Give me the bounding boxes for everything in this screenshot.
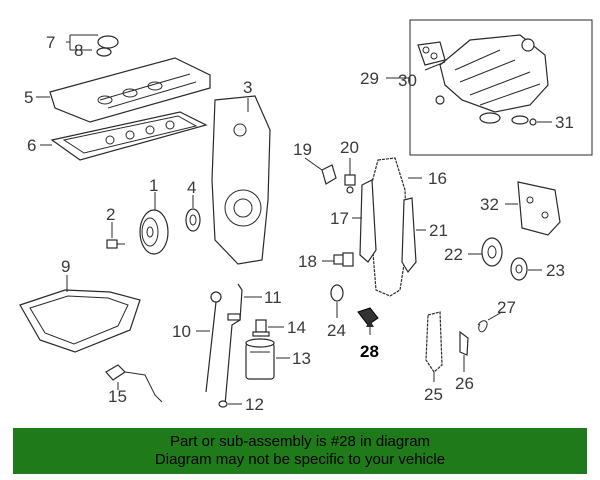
vehicle-fit-banner: Part or sub-assembly is #28 in diagram D… (13, 428, 587, 474)
exploded-parts-diagram: 7 8 5 6 3 1 4 2 9 10 11 12 13 14 15 16 1… (19, 19, 593, 414)
oil-seal (185, 208, 201, 232)
callout-5: 5 (24, 88, 33, 107)
callout-10: 10 (172, 322, 191, 341)
callout-9: 9 (61, 257, 70, 276)
callout-28-highlighted: 28 (360, 342, 379, 361)
callout-16: 16 (428, 169, 447, 188)
o-ring (218, 400, 228, 408)
banner-line-1: Part or sub-assembly is #28 in diagram (169, 433, 431, 450)
part-28-chain-guide (357, 307, 379, 326)
oil-filter (245, 338, 275, 380)
callout-2: 2 (106, 205, 115, 224)
oil-pan (19, 289, 141, 353)
callout-19: 19 (293, 140, 312, 159)
callout-27: 27 (497, 298, 516, 317)
callout-11: 11 (264, 288, 282, 307)
callout-24: 24 (327, 321, 346, 340)
tensioner-spring (477, 320, 488, 333)
oil-dipstick (205, 291, 222, 393)
intake-gasket (417, 41, 446, 66)
callout-25: 25 (424, 385, 443, 404)
callout-32: 32 (480, 195, 499, 214)
timing-chain (369, 157, 408, 297)
callout-17: 17 (330, 209, 349, 228)
banner-line-2: Diagram may not be specific to your vehi… (154, 451, 446, 468)
oil-filler-cap (96, 35, 119, 57)
timing-chain-cover (211, 95, 271, 265)
callout-12: 12 (245, 395, 264, 414)
intake-manifold (439, 34, 549, 125)
callout-29: 29 (360, 69, 379, 88)
callout-1: 1 (149, 176, 158, 195)
vvt-valve (344, 174, 356, 194)
valve-cover (49, 57, 211, 123)
callout-22: 22 (444, 245, 463, 264)
crank-sprocket (510, 257, 528, 281)
oil-pressure-sensor (105, 364, 163, 403)
chain-damper (459, 330, 469, 356)
chain-tensioner (333, 252, 354, 267)
callout-7: 7 (46, 33, 55, 52)
crankshaft-pulley (139, 209, 169, 255)
callout-14: 14 (287, 318, 306, 337)
callout-15: 15 (108, 387, 127, 406)
plug-24 (330, 284, 344, 302)
callout-13: 13 (292, 349, 311, 368)
callout-4: 4 (187, 178, 196, 197)
callout-18: 18 (298, 252, 317, 271)
callout-23: 23 (546, 261, 565, 280)
callout-26: 26 (455, 374, 474, 393)
chain-case-cover (517, 181, 561, 236)
callout-8: 8 (74, 41, 83, 60)
dipstick-tube (224, 283, 243, 406)
callout-6: 6 (27, 136, 36, 155)
callout-20: 20 (340, 138, 359, 157)
callout-31: 31 (555, 113, 574, 132)
chain-guide-right (401, 197, 417, 274)
valve-cover-gasket (50, 111, 208, 161)
callout-3: 3 (243, 78, 252, 97)
oil-pump-chain (425, 311, 443, 373)
callout-21: 21 (429, 221, 448, 240)
drain-plug (252, 319, 270, 337)
callout-30: 30 (398, 71, 417, 90)
pulley-bolt (106, 239, 125, 249)
cam-sprocket (481, 237, 503, 267)
chain-guide-left (359, 179, 377, 263)
cam-sensor (321, 164, 337, 185)
